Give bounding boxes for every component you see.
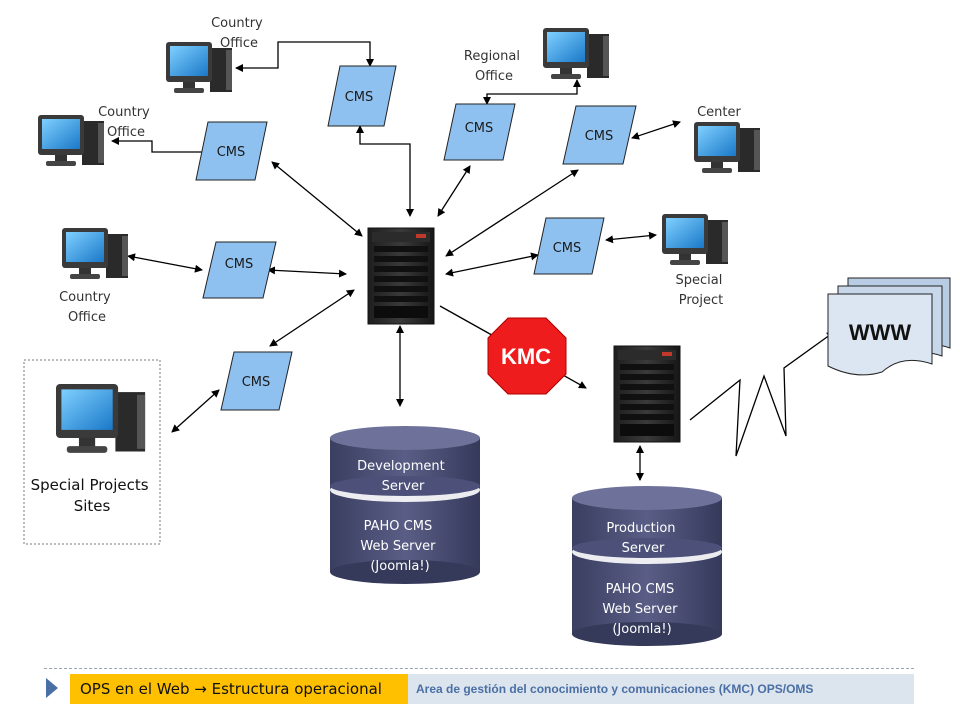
- cms-node-top: CMS: [327, 65, 397, 127]
- production-database-icon: Production Server PAHO CMS Web Server (J…: [572, 486, 722, 646]
- prod-bottom-line-2: Web Server: [602, 602, 678, 617]
- cms-label: CMS: [553, 241, 582, 256]
- line-prod-www: [689, 331, 835, 457]
- prod-bottom-line-3: (Joomla!): [612, 622, 671, 637]
- special-project-computer-icon: [662, 214, 728, 265]
- cms-node-lower-left: CMS: [220, 351, 293, 411]
- center-label: Center: [697, 105, 741, 120]
- country-office-left-line-2: Office: [107, 125, 145, 140]
- kmc-label: KMC: [501, 344, 551, 369]
- country-office-mid-line-1: Country: [59, 290, 111, 305]
- country-office-mid-line-2: Office: [68, 310, 106, 325]
- dev-top-line-2: Server: [382, 479, 425, 494]
- footer-divider: [44, 668, 914, 669]
- line-hub-cms-center: [445, 169, 579, 257]
- architecture-diagram: Country Office Country Office Country Of…: [23, 16, 951, 646]
- production-db-bottom-label: PAHO CMS Web Server (Joomla!): [602, 582, 681, 637]
- cms-label: CMS: [225, 257, 254, 272]
- production-server-icon: [613, 345, 681, 443]
- line-cms-center: [631, 120, 681, 140]
- development-database-icon: Development Server PAHO CMS Web Server (…: [330, 426, 480, 584]
- regional-office-computer-icon: [543, 28, 609, 79]
- production-db-top-label: Production Server: [606, 521, 679, 556]
- special-projects-sites-computer-icon: [56, 384, 146, 453]
- line-hub-cms-upper-left: [271, 161, 363, 237]
- cms-node-center: CMS: [562, 105, 637, 165]
- cms-node-special: CMS: [533, 217, 605, 275]
- special-projects-sites-box: [23, 359, 161, 545]
- cms-node-upper-left: CMS: [195, 121, 268, 181]
- prod-top-line-1: Production: [606, 521, 675, 536]
- special-projects-sites-line-1: Special Projects: [31, 476, 149, 494]
- central-server-icon: [367, 227, 435, 325]
- line-hub-cms-regional: [437, 165, 471, 217]
- country-office-top-line-2: Office: [220, 36, 258, 51]
- line-cms-top-country-office: [235, 41, 374, 72]
- cms-node-left: CMS: [202, 241, 277, 299]
- line-cms-regional: [483, 79, 581, 105]
- slide-footer: OPS en el Web → Estructura operacional A…: [44, 668, 914, 706]
- line-cms-special-project: [605, 231, 657, 244]
- center-computer-icon: [694, 122, 760, 173]
- regional-office-line-2: Office: [475, 69, 513, 84]
- special-projects-sites-line-2: Sites: [74, 497, 111, 515]
- development-db-bottom-label: PAHO CMS Web Server (Joomla!): [360, 519, 439, 574]
- kmc-stop-sign: KMC: [487, 317, 567, 395]
- regional-office-label: Regional Office: [464, 49, 524, 84]
- special-project-line-1: Special: [676, 273, 723, 288]
- cms-node-regional: CMS: [443, 103, 516, 161]
- line-cms-left-center: [127, 253, 203, 273]
- dev-top-line-1: Development: [357, 459, 445, 474]
- connection-lines: [111, 41, 835, 481]
- special-project-label: Special Project: [676, 273, 727, 308]
- cms-label: CMS: [217, 145, 246, 160]
- footer-title: OPS en el Web → Estructura operacional: [70, 674, 408, 704]
- development-db-top-label: Development Server: [357, 459, 449, 494]
- footer-subtitle: Area de gestión del conocimiento y comun…: [408, 674, 914, 704]
- prod-top-line-2: Server: [622, 541, 665, 556]
- line-cms-special-sites: [171, 389, 220, 433]
- country-office-left-computer-icon: [38, 115, 104, 166]
- prod-bottom-line-1: PAHO CMS: [606, 582, 675, 597]
- country-office-left-label: Country Office: [98, 105, 154, 140]
- country-office-top-label: Country Office: [211, 16, 267, 51]
- cms-label: CMS: [345, 90, 374, 105]
- dev-bottom-line-2: Web Server: [360, 539, 436, 554]
- line-cms-left-country-office: [111, 137, 204, 153]
- regional-office-line-1: Regional: [464, 49, 520, 64]
- cms-label: CMS: [585, 129, 614, 144]
- special-project-line-2: Project: [679, 293, 723, 308]
- country-office-left-line-1: Country: [98, 105, 150, 120]
- country-office-top-line-1: Country: [211, 16, 263, 31]
- www-pages-icon: WWW: [827, 277, 951, 376]
- cms-label: CMS: [242, 375, 271, 390]
- cms-label: CMS: [465, 121, 494, 136]
- dev-bottom-line-3: (Joomla!): [370, 559, 429, 574]
- country-office-mid-label: Country Office: [59, 290, 115, 325]
- line-hub-cms-left: [267, 266, 347, 278]
- footer-arrow-icon: [46, 678, 58, 698]
- line-hub-cms-lower-left: [269, 289, 355, 347]
- special-projects-sites-label: Special Projects Sites: [31, 476, 154, 515]
- line-hub-cms-special: [445, 252, 539, 277]
- dev-bottom-line-1: PAHO CMS: [364, 519, 433, 534]
- www-label: WWW: [849, 320, 912, 345]
- line-hub-cms-top: [356, 125, 414, 217]
- country-office-mid-computer-icon: [62, 228, 128, 279]
